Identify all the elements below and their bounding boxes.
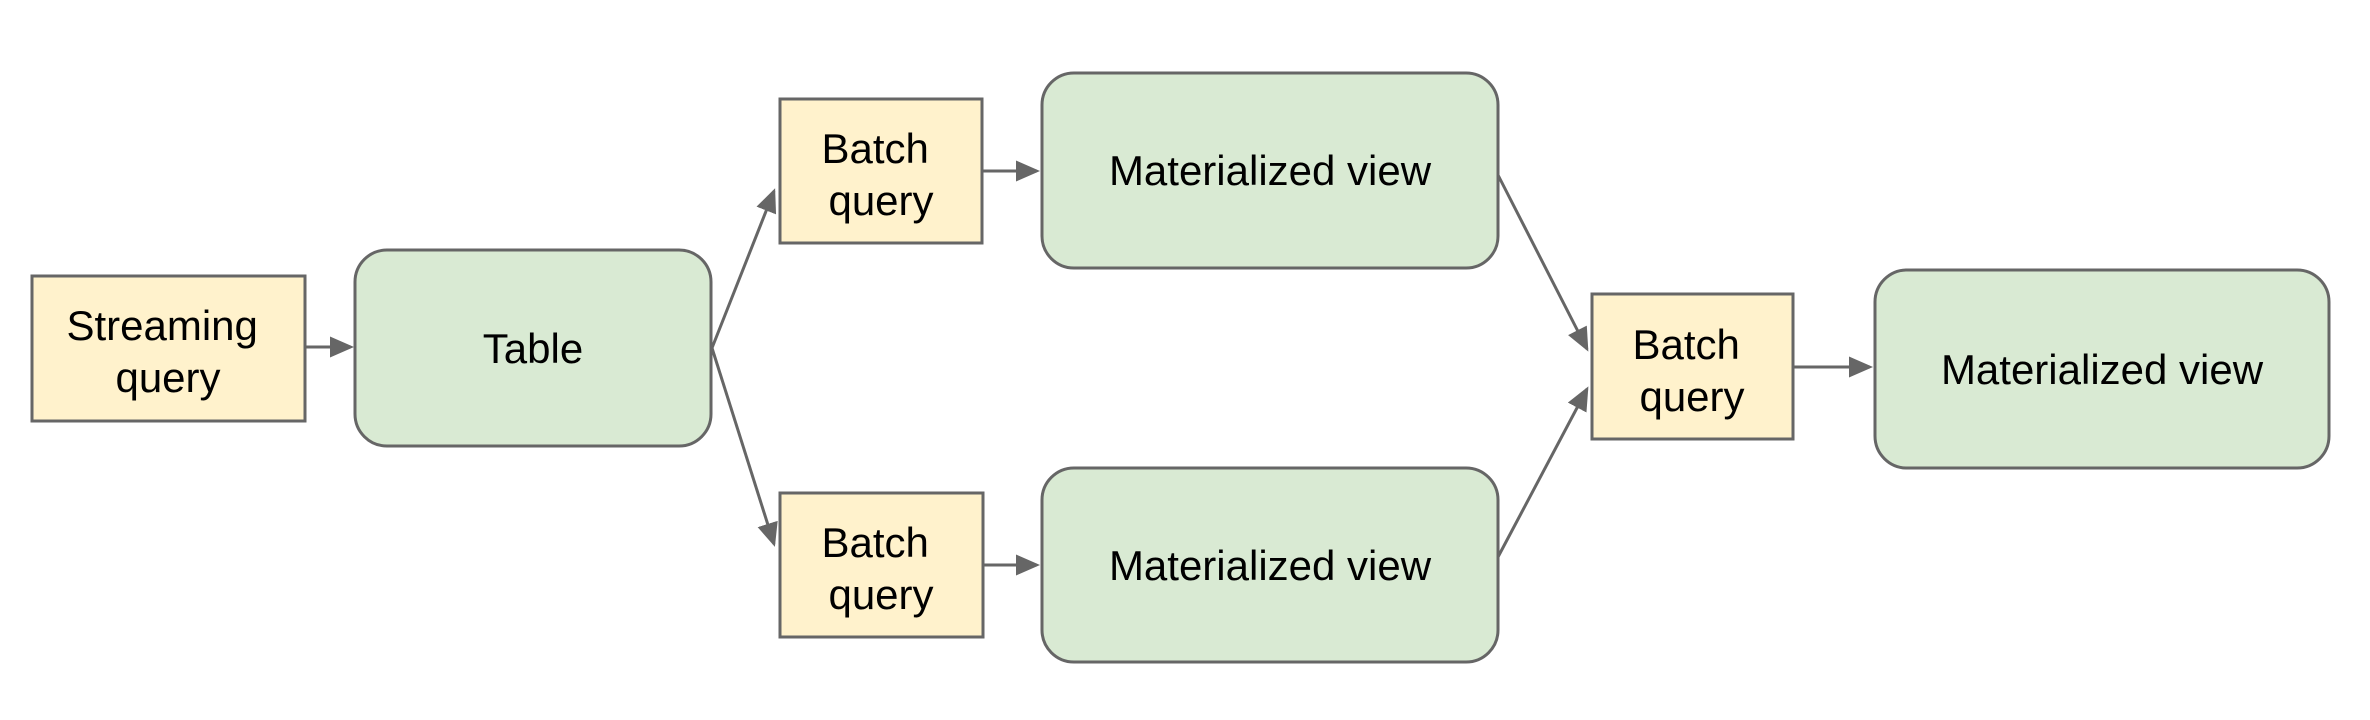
materialized-view-top-box — [1040, 71, 1500, 270]
batch-query-top-label: Batch query — [821, 125, 940, 224]
table-box — [353, 248, 713, 448]
materialized-view-top-label: Materialized view — [1109, 147, 1432, 194]
node-batch-query-bottom: Batch query — [778, 491, 985, 639]
node-table: Table — [353, 248, 713, 448]
streaming-query-label: Streaming query — [66, 302, 269, 401]
node-batch-query-top: Batch query — [778, 97, 984, 245]
materialized-view-bottom-label: Materialized view — [1109, 542, 1432, 589]
node-materialized-view-right: Materialized view — [1873, 268, 2331, 470]
batch-query-top-box — [778, 97, 984, 245]
node-materialized-view-top: Materialized view — [1040, 71, 1500, 270]
edge-table-to-batch-query-top — [710, 188, 777, 349]
node-streaming-query: Streaming query — [30, 274, 307, 423]
streaming-query-box — [30, 274, 307, 423]
table-label: Table — [483, 325, 583, 372]
edge-materialized-view-bottom-to-batch-query-right — [1496, 386, 1589, 558]
materialized-view-right-box — [1873, 268, 2331, 470]
edge-table-to-batch-query-bottom — [710, 347, 778, 547]
node-materialized-view-bottom: Materialized view — [1040, 466, 1500, 664]
node-batch-query-right: Batch query — [1590, 292, 1795, 441]
batch-query-right-box — [1590, 292, 1795, 441]
batch-query-right-label: Batch query — [1632, 321, 1751, 420]
edge-materialized-view-top-to-batch-query-right — [1496, 174, 1589, 352]
batch-query-bottom-label: Batch query — [821, 519, 940, 618]
materialized-view-right-label: Materialized view — [1941, 346, 2264, 393]
materialized-view-bottom-box — [1040, 466, 1500, 664]
edges — [305, 160, 1873, 576]
batch-query-bottom-box — [778, 491, 985, 639]
